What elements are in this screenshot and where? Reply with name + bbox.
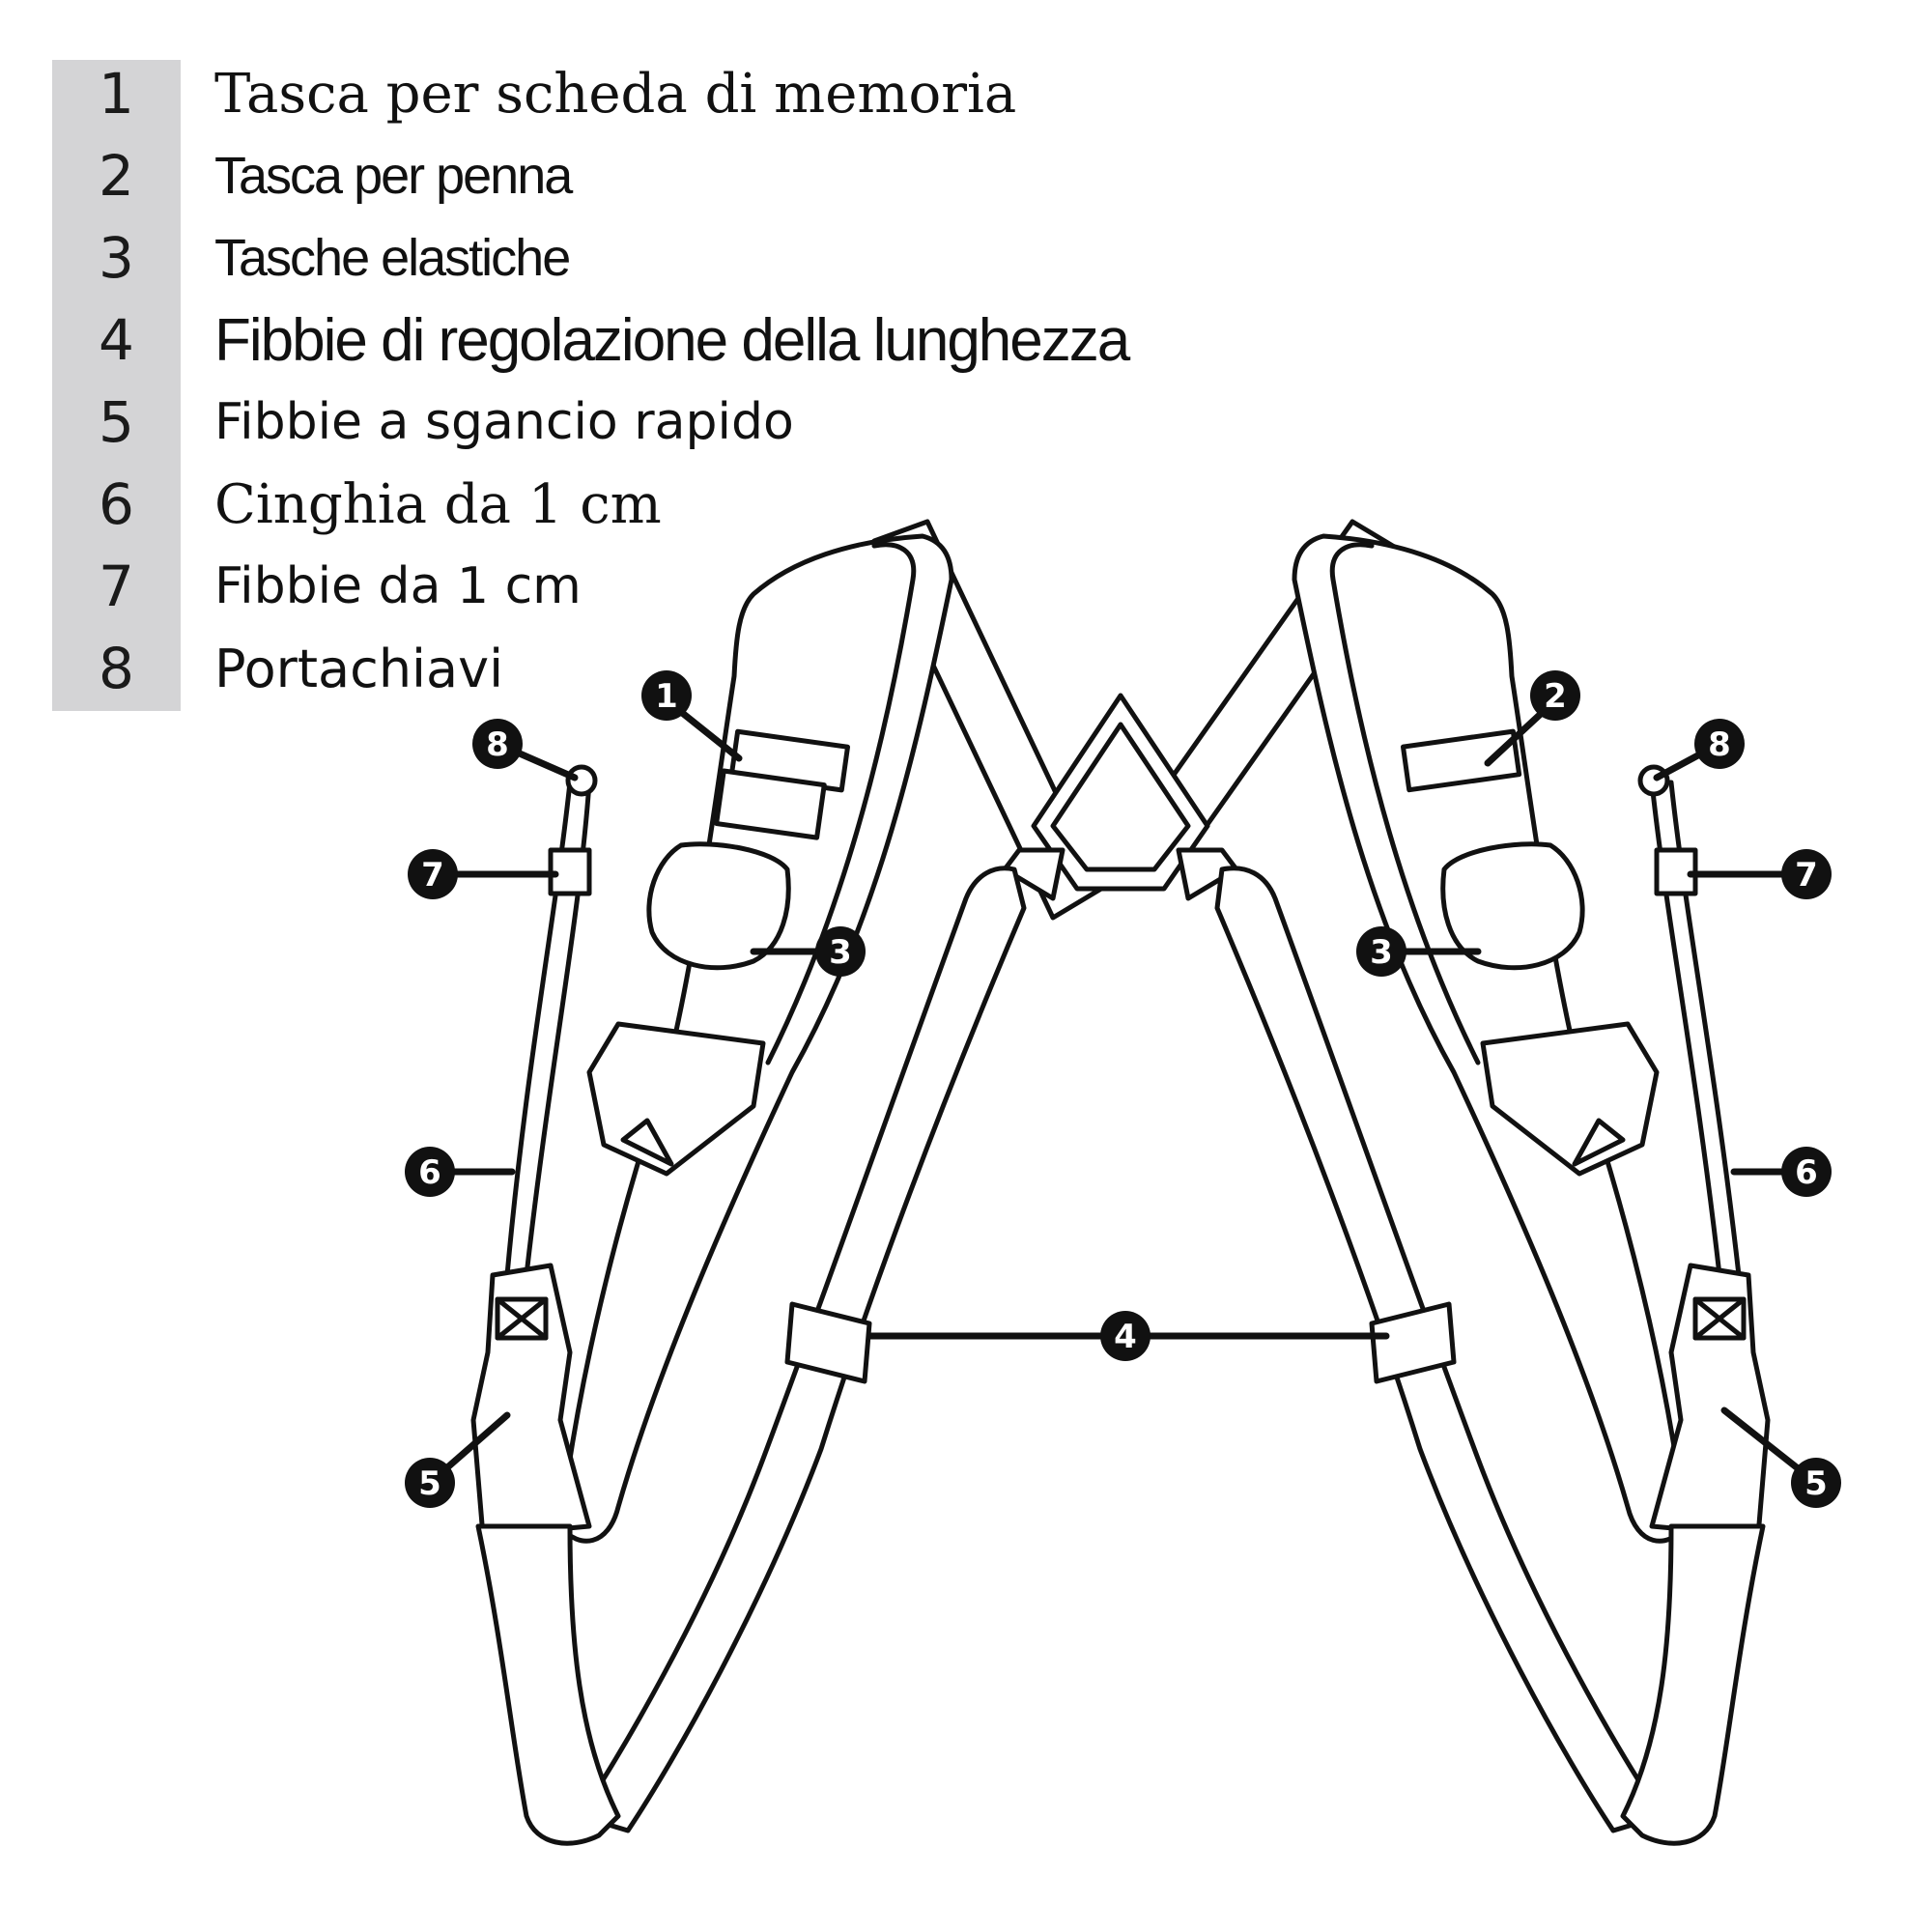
legend-label: Cinghia da 1 cm <box>214 473 662 536</box>
callout-marker-5-right: 5 <box>1791 1458 1841 1508</box>
legend-item-4: 4 Fibbie di regolazione della lunghezza <box>0 299 1159 382</box>
length-adjust-buckles <box>784 1301 1457 1384</box>
callout-number: 5 <box>1804 1464 1828 1503</box>
callout-number: 3 <box>1370 933 1393 972</box>
callout-number: 7 <box>1795 856 1818 895</box>
callout-number: 6 <box>418 1153 441 1192</box>
callout-marker-8-right: 8 <box>1694 719 1745 769</box>
lower-loops <box>475 1523 1766 1846</box>
legend-number: 1 <box>99 61 134 127</box>
callout-number: 3 <box>829 933 852 972</box>
left-shoulder-pad <box>557 533 954 1544</box>
legend-number-column <box>52 60 181 711</box>
legend-number: 5 <box>99 389 134 455</box>
side-straps <box>504 764 1742 1278</box>
legend-label: Tasche elastiche <box>214 229 571 287</box>
callout-marker-4: 4 <box>1100 1311 1151 1361</box>
legend-label: Tasca per penna <box>214 147 573 205</box>
legend-item-5: 5 Fibbie a sgancio rapido <box>0 382 1159 464</box>
legend-item-2: 2 Tasca per penna <box>0 135 1159 217</box>
legend-item-8: 8 Portachiavi <box>0 628 1159 710</box>
legend-label: Fibbie da 1 cm <box>214 557 582 615</box>
left-keyring <box>565 764 598 797</box>
callout-number: 8 <box>486 725 509 764</box>
legend-item-1: 1 Tasca per scheda di memoria <box>0 53 1159 135</box>
legend-number: 7 <box>99 554 134 619</box>
callout-marker-2: 2 <box>1530 670 1580 721</box>
legend-label: Fibbie di regolazione della lunghezza <box>214 307 1130 374</box>
legend-item-3: 3 Tasche elastiche <box>0 217 1159 299</box>
legend-label: Fibbie a sgancio rapido <box>214 393 794 451</box>
callout-marker-6-left: 6 <box>405 1147 455 1197</box>
callout-number: 5 <box>418 1464 441 1503</box>
callout-marker-7-left: 7 <box>408 849 458 899</box>
callout-number: 6 <box>1795 1153 1818 1192</box>
elastic-pockets <box>646 841 1585 971</box>
center-connector <box>1002 693 1239 901</box>
legend-number: 2 <box>99 143 134 209</box>
callout-number: 2 <box>1544 677 1567 716</box>
legend-number: 3 <box>99 225 134 291</box>
legend-number: 4 <box>99 307 134 373</box>
pocket-flaps <box>586 1021 1660 1177</box>
legend-item-7: 7 Fibbie da 1 cm <box>0 546 1159 628</box>
legend-number: 8 <box>99 636 134 701</box>
callout-marker-3-left: 3 <box>815 926 866 977</box>
legend-number: 6 <box>99 471 134 537</box>
callout-marker-6-right: 6 <box>1781 1147 1832 1197</box>
legend-item-6: 6 Cinghia da 1 cm <box>0 464 1159 546</box>
quick-release-buckles <box>470 1263 1771 1539</box>
callout-marker-8-left: 8 <box>472 719 523 769</box>
callout-marker-5-left: 5 <box>405 1458 455 1508</box>
callout-marker-1: 1 <box>641 670 692 721</box>
callout-number: 1 <box>655 677 678 716</box>
callout-marker-7-right: 7 <box>1781 849 1832 899</box>
legend-label: Portachiavi <box>214 639 504 699</box>
callout-number: 4 <box>1114 1318 1137 1356</box>
callout-number: 7 <box>421 856 444 895</box>
callout-number: 8 <box>1708 725 1731 764</box>
callout-marker-3-right: 3 <box>1356 926 1406 977</box>
legend-label: Tasca per scheda di memoria <box>214 63 1017 126</box>
